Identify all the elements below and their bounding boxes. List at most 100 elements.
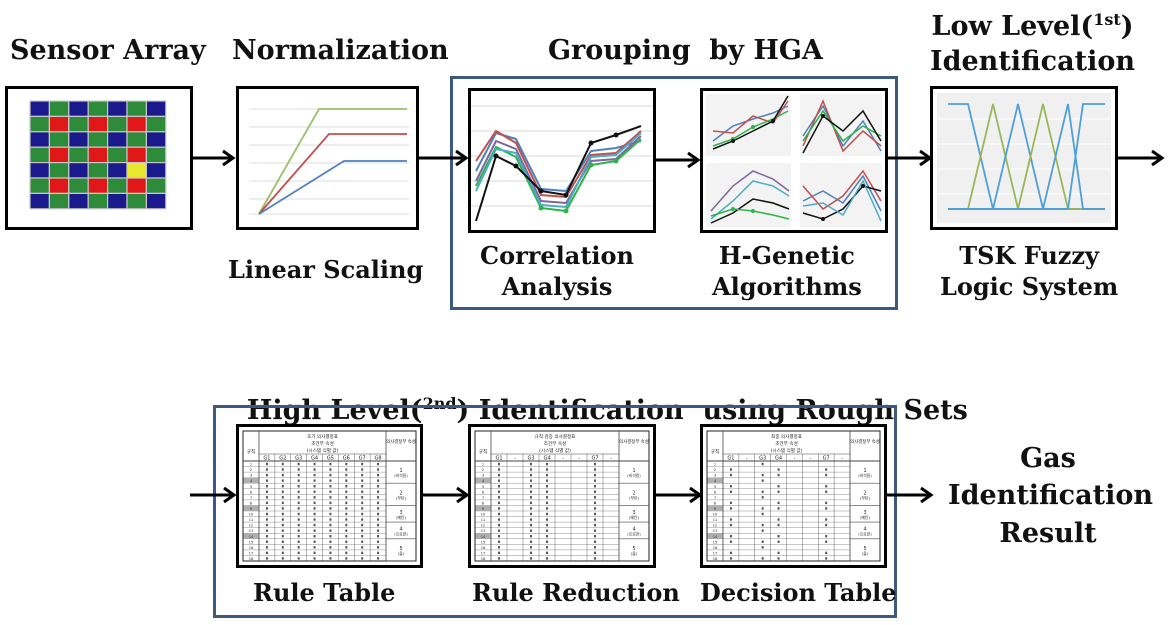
table-row-index: 18 [481,557,485,561]
table-cell-mark [345,473,348,477]
table-col-header: G4 [543,456,550,462]
table-cell-mark [297,507,300,510]
table-col-header: - [841,456,843,462]
table-cell-mark [377,496,380,499]
table-col-header: G1 [495,456,502,462]
table-cell-mark [345,535,348,538]
table-cell-mark [825,557,828,560]
table-cell-mark [329,518,332,521]
table-cell-mark [777,551,780,555]
table-row-index: 9 [482,507,484,511]
sensor-cell [145,192,167,210]
table-cell-mark [265,501,268,505]
table-dec-value: 4 [399,526,402,532]
table-cell-mark [297,523,300,527]
table-cell-mark [498,473,500,477]
table-col-header: G7 [591,456,598,462]
table-row-index: 12 [481,524,485,528]
table-cell-mark [361,518,364,521]
table-cell-mark [825,507,828,510]
table-cell-mark [761,512,764,516]
table-row-index: 8 [482,501,484,505]
table-cell-mark [530,512,532,516]
table-cell-mark [313,540,316,543]
table-cell-mark [594,535,596,538]
sensor-cell [106,161,128,179]
table-cell-mark [313,546,316,549]
sensor-cell [87,115,109,133]
table-cell-mark [498,546,500,549]
table-cell-mark [345,518,348,521]
sensor-cell [87,100,109,117]
table-row-index: 10 [713,513,717,517]
table-cell-mark [361,546,364,549]
table-cell-mark [313,468,316,471]
table-rowlabel: 규칙 [711,448,719,455]
table-cell-mark [281,468,284,471]
table-cell-mark [594,507,596,510]
table-cell-mark [281,479,284,482]
table-cell-mark [530,535,532,538]
sensor-cell [145,161,167,179]
table-subtitle: 조건부 속성 [311,440,334,447]
table-cell-mark [729,468,732,471]
arrow-reduction-to-decision [656,486,703,504]
table-row-index: 11 [481,518,485,522]
table-cell-mark [281,557,284,560]
table-cell-mark [297,468,300,471]
table-dec-value: 1 [399,468,402,474]
table-cell-mark [729,473,732,477]
table-cell-mark [761,546,764,549]
table-cell-mark [530,496,532,499]
table-cell-mark [265,468,268,471]
table-cell-mark [594,546,596,549]
table-cell-mark [265,512,268,516]
table-col-header: G3 [295,456,302,462]
table-cell-mark [265,490,268,493]
table-dec-name: (메탄) [396,515,406,520]
table-cell-mark [345,551,348,555]
table-cell-mark [498,507,500,510]
table-col-header: - [578,456,580,462]
table-col-header: G3 [759,456,766,462]
high-level-title-post: ) Identification using Rough Sets [456,395,968,427]
table-cell-mark [377,490,380,493]
table-dec-value: 5 [399,546,402,552]
scaling-line-blue [258,160,407,215]
sensor-cell [126,146,147,164]
table-cell-mark [729,490,732,493]
sensor-cell [29,146,50,164]
result-line1: Gas [1020,443,1076,474]
table-cell-mark [530,468,532,471]
table-cell-mark [297,557,300,560]
table-cell-mark [265,485,268,488]
table-cell-mark [530,490,532,493]
table-cell-mark [329,546,332,549]
table-subtitle: 조건부 속성 [544,440,567,447]
table-row-index: 11 [713,518,717,522]
table-cell-mark [265,507,268,510]
table-cell-mark [281,490,284,493]
table-cell-mark [329,529,332,532]
table-cell-mark [825,540,828,543]
table-cell-mark [297,518,300,521]
table-cell-mark [530,507,532,510]
table-col-header: G5 [327,456,334,462]
table-cell-mark [777,523,780,527]
table-dec-name: (비석용) [627,473,641,478]
table-cell-mark [546,479,548,482]
table-dec-name: (부탄) [860,495,870,500]
table-cell-mark [361,496,364,499]
sensor-cell [29,131,50,148]
table-cell-mark [594,496,596,499]
table-cell-mark [265,551,268,555]
table-cell-mark [313,518,316,521]
table-cell-mark [377,535,380,538]
table-row-index: 5 [250,485,252,489]
arrow-hga-to-tsk [888,149,933,167]
high-level-title: High Level(2nd) Identification using Rou… [228,362,968,428]
sensor-cell [126,177,147,194]
